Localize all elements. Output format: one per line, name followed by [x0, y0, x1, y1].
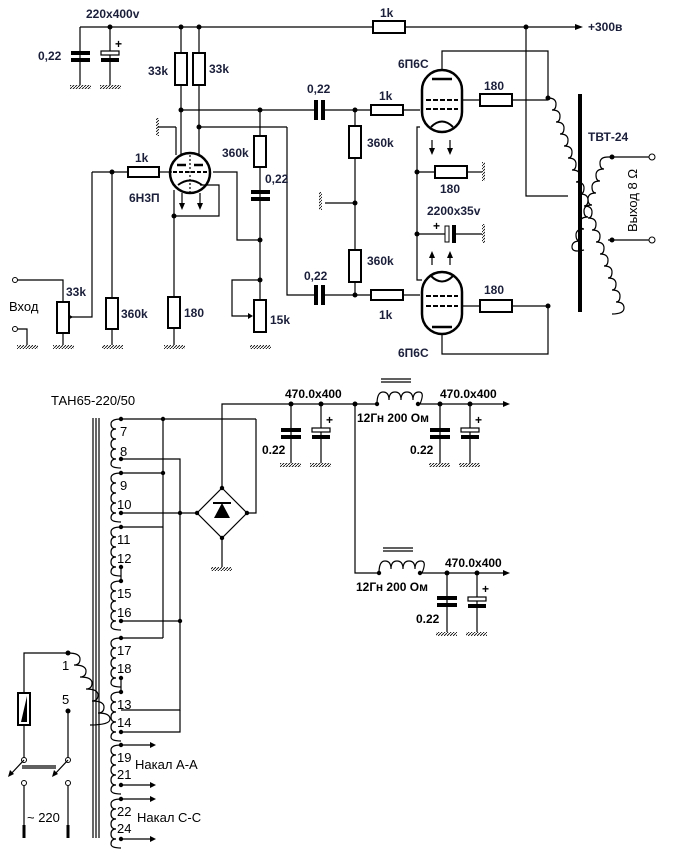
pin-8: 8: [120, 444, 127, 459]
filter-cap-2-label: 470.0x400: [440, 387, 497, 401]
anode-r1-label: 33k: [148, 64, 168, 78]
input-tube-label: 6Н3П: [129, 191, 160, 205]
r-360k-a-label: 360k: [222, 146, 249, 160]
primary-pin-5: 5: [62, 692, 69, 707]
power-supply-section: ТАН65-220/50 1 5 ~ 220: [8, 378, 510, 849]
pin-17: 17: [117, 643, 131, 658]
coupling-cap-mid-label: 0,22: [265, 172, 289, 186]
svg-text:+: +: [482, 582, 489, 596]
electrolytic-cap: [100, 50, 120, 56]
pin-11: 11: [117, 532, 131, 547]
supply-out-label: +300в: [588, 20, 622, 34]
cathode-r-label: 180: [184, 306, 204, 320]
coupling-cap-top-label: 0,22: [307, 82, 331, 96]
r-360k-input-label: 360k: [121, 307, 148, 321]
choke-1-label: 12Гн 200 Ом: [357, 411, 429, 425]
input-pot-label: 33k: [66, 285, 86, 299]
resistor-1k-supply: [372, 20, 406, 34]
pin-18: 18: [117, 661, 131, 676]
cathode-cap-label: 2200x35v: [427, 204, 481, 218]
r-360k-c-label: 360k: [367, 254, 394, 268]
filter-cap-3-label: 470.0x400: [445, 556, 502, 570]
pin-15: 15: [117, 586, 131, 601]
input-tube-6n3p: [168, 151, 212, 195]
pin-12: 12: [117, 551, 131, 566]
choke-2-label: 12Гн 200 Ом: [356, 580, 428, 594]
filter-cap-2-small-label: 0.22: [410, 443, 434, 457]
output-transformer: [547, 94, 625, 315]
speaker-terminal: [648, 153, 656, 161]
filter-cap-3-small-label: 0.22: [416, 612, 440, 626]
output-tube-bottom-label: 6П6С: [398, 346, 429, 360]
mains-label: ~ 220: [27, 810, 60, 825]
svg-text:+: +: [115, 37, 122, 51]
heater-c-label: Накал С-С: [137, 810, 201, 825]
screen-r-bottom-label: 180: [484, 283, 504, 297]
grid-stop-bottom-label: 1k: [379, 308, 393, 322]
grid-stop-top-label: 1k: [379, 89, 393, 103]
input-label: Вход: [9, 299, 39, 314]
amplifier-section: 1k +300в 220x400v + 0,22 33k 33k 0,22 0,…: [9, 6, 656, 360]
pin-16: 16: [117, 605, 131, 620]
output-tube-bottom-6p6s: [420, 270, 464, 336]
filter-cap-1-small-label: 0.22: [262, 443, 286, 457]
heater-a-label: Накал А-А: [135, 757, 198, 772]
pin-9: 9: [120, 478, 127, 493]
pin-21: 21: [117, 767, 131, 782]
supply-cap-label: 0,22: [38, 49, 62, 63]
output-tube-top-6p6s: [420, 68, 464, 134]
balance-pot-label: 15k: [270, 313, 290, 327]
choke-2: [376, 547, 425, 576]
screen-r-top-label: 180: [484, 79, 504, 93]
output-transformer-label: ТВТ-24: [588, 130, 629, 144]
coupling-cap-bottom-label: 0,22: [304, 269, 328, 283]
cathode-r-out-label: 180: [440, 182, 460, 196]
speaker-terminal: [648, 236, 656, 244]
pin-19: 19: [117, 750, 131, 765]
supply-electrolytic-label: 220x400v: [86, 7, 140, 21]
choke-1: [374, 378, 423, 407]
pin-14: 14: [117, 715, 131, 730]
output-tube-top-label: 6П6С: [398, 57, 429, 71]
r-360k-b-label: 360k: [367, 136, 394, 150]
pin-13: 13: [117, 697, 131, 712]
svg-text:+: +: [326, 413, 333, 427]
pin-7: 7: [120, 424, 127, 439]
resistor-1k-supply-label: 1k: [380, 6, 394, 20]
svg-text:+: +: [433, 219, 440, 233]
anode-r2-label: 33k: [209, 62, 229, 76]
pin-22: 22: [117, 804, 131, 819]
filter-cap-1-label: 470.0x400: [285, 387, 342, 401]
arrow-icon: [575, 24, 583, 30]
pin-10: 10: [117, 497, 131, 512]
power-transformer-label: ТАН65-220/50: [51, 393, 135, 408]
output-label: Выход 8 Ω: [625, 169, 640, 232]
pin-24: 24: [117, 821, 131, 836]
primary-pin-1: 1: [62, 658, 69, 673]
svg-text:+: +: [475, 413, 482, 427]
grid-stop-input-label: 1k: [135, 151, 149, 165]
bridge-rectifier: [194, 485, 250, 541]
